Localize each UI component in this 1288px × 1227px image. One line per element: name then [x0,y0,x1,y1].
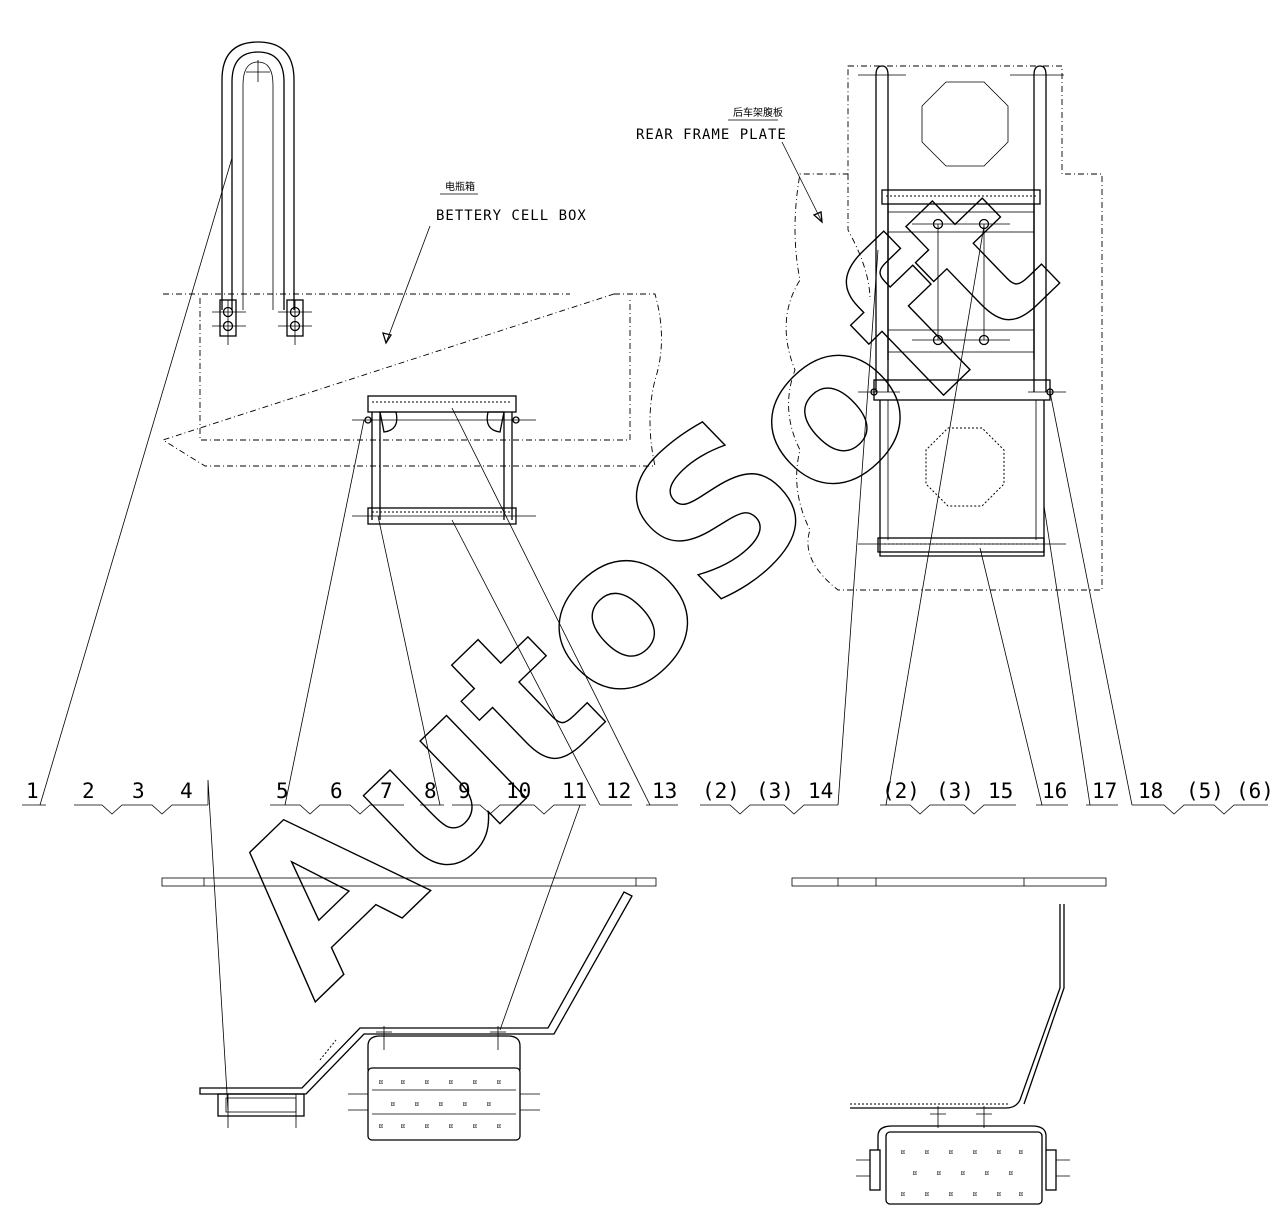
callout-13: 13 [652,779,677,803]
svg-text:¤: ¤ [400,1122,405,1132]
svg-text:¤: ¤ [912,1169,917,1179]
callout-2b: (2) [702,779,740,803]
svg-text:¤: ¤ [960,1169,965,1179]
leader-lines [39,157,1133,1111]
svg-text:¤: ¤ [378,1122,383,1132]
right-top-view [785,65,1103,591]
callout-10: 10 [506,779,531,803]
callout-2: 2 [82,779,95,803]
svg-text:¤: ¤ [496,1122,501,1132]
svg-text:¤: ¤ [448,1078,453,1088]
callout-1: 1 [26,779,39,803]
right-side-view: ¤ ¤ ¤ ¤ ¤ ¤ ¤ ¤ ¤ ¤ ¤ ¤ ¤ ¤ ¤ ¤ ¤ [791,877,1107,1205]
callout-12: 12 [606,779,631,803]
callout-14: 14 [808,779,833,803]
callout-11: 11 [562,779,587,803]
svg-text:¤: ¤ [972,1190,977,1200]
callout-3b: (3) [756,779,794,803]
svg-text:¤: ¤ [924,1148,929,1158]
svg-text:¤: ¤ [486,1100,491,1110]
svg-text:¤: ¤ [948,1148,953,1158]
svg-text:¤: ¤ [400,1078,405,1088]
callout-numbers: 1 2 3 4 5 6 7 8 9 10 11 12 13 (2) (3) 14… [22,779,1274,815]
svg-text:¤: ¤ [972,1148,977,1158]
svg-text:¤: ¤ [996,1190,1001,1200]
left-top-view [161,41,662,525]
step-tread-holes-right: ¤ ¤ ¤ ¤ ¤ ¤ ¤ ¤ ¤ ¤ ¤ ¤ ¤ ¤ ¤ ¤ ¤ [900,1148,1023,1200]
svg-text:¤: ¤ [424,1122,429,1132]
svg-text:¤: ¤ [1018,1148,1023,1158]
callout-8: 8 [424,779,437,803]
svg-text:¤: ¤ [900,1148,905,1158]
svg-text:¤: ¤ [378,1078,383,1088]
svg-text:¤: ¤ [414,1100,419,1110]
callout-16: 16 [1042,779,1067,803]
svg-text:¤: ¤ [472,1122,477,1132]
svg-text:¤: ¤ [472,1078,477,1088]
callout-7: 7 [380,779,393,803]
callout-5b: (5) [1186,779,1224,803]
callout-18: 18 [1138,779,1163,803]
callout-2c: (2) [882,779,920,803]
svg-text:¤: ¤ [948,1190,953,1200]
svg-text:¤: ¤ [462,1100,467,1110]
callout-15: 15 [988,779,1013,803]
svg-text:¤: ¤ [496,1078,501,1088]
svg-text:¤: ¤ [438,1100,443,1110]
callout-3c: (3) [936,779,974,803]
left-side-view: ¤ ¤ ¤ ¤ ¤ ¤ ¤ ¤ ¤ ¤ ¤ ¤ ¤ ¤ ¤ ¤ ¤ [161,877,657,1141]
svg-text:¤: ¤ [996,1148,1001,1158]
callout-6: 6 [330,779,343,803]
battery-box-label-en: BETTERY CELL BOX [436,208,587,224]
svg-text:¤: ¤ [900,1190,905,1200]
svg-text:¤: ¤ [924,1190,929,1200]
callout-3: 3 [132,779,145,803]
battery-box-label-cn: 电瓶箱 [445,180,475,193]
svg-text:¤: ¤ [1008,1169,1013,1179]
svg-text:¤: ¤ [984,1169,989,1179]
svg-text:¤: ¤ [390,1100,395,1110]
callout-5: 5 [276,779,289,803]
svg-text:¤: ¤ [448,1122,453,1132]
watermark: AutoSoft [179,137,1100,1038]
callout-9: 9 [458,779,471,803]
rear-frame-label-cn: 后车架腹板 [733,106,783,119]
svg-text:¤: ¤ [1018,1190,1023,1200]
callout-6b: (6) [1236,779,1274,803]
svg-text:¤: ¤ [424,1078,429,1088]
svg-text:¤: ¤ [936,1169,941,1179]
callout-4: 4 [180,779,193,803]
step-tread-holes-left: ¤ ¤ ¤ ¤ ¤ ¤ ¤ ¤ ¤ ¤ ¤ ¤ ¤ ¤ ¤ ¤ ¤ [378,1078,501,1132]
rear-frame-label-en: REAR FRAME PLATE [636,127,787,143]
callout-17: 17 [1092,779,1117,803]
